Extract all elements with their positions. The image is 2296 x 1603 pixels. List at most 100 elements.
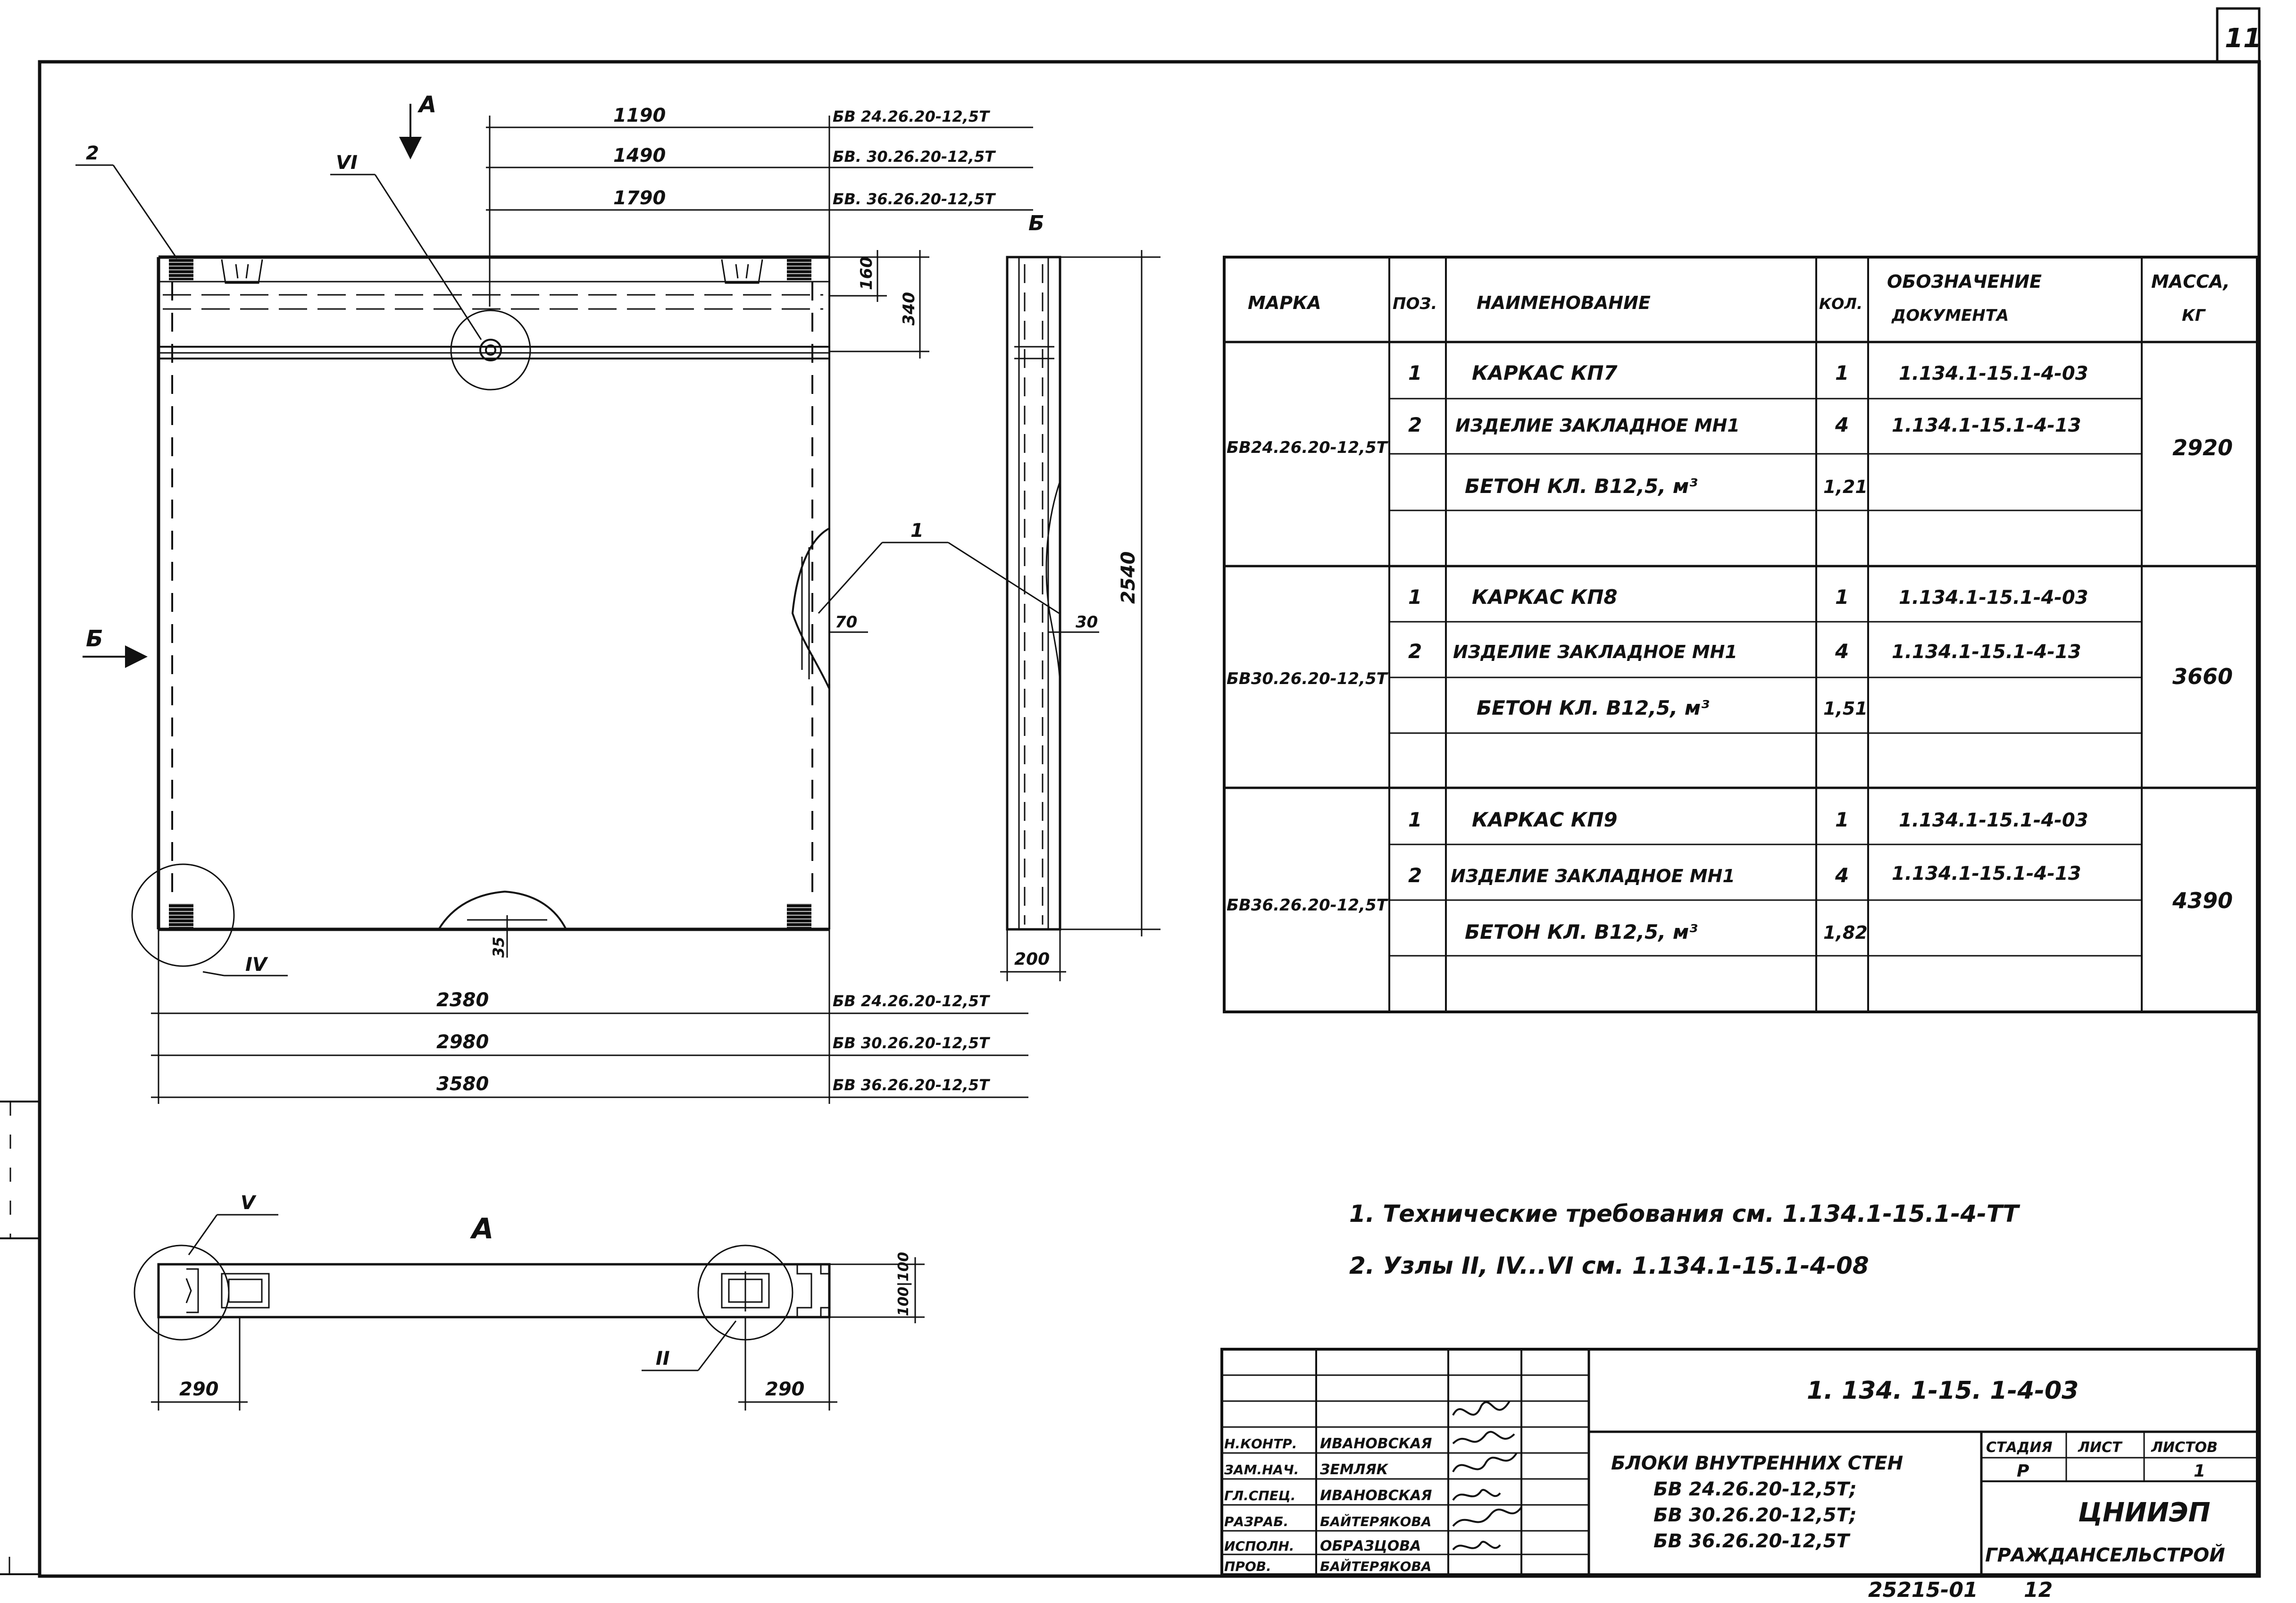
g1-r1-qty: 1 [1835,361,1849,384]
g3-marka: БВ36.26.20-12,5Т [1227,896,1389,915]
top-dim-1190: 1190 [613,105,666,126]
sig-name-1: ИВАНОВСКАЯ [1320,1436,1432,1452]
callouts: 2 1 VI IV [75,142,1060,977]
g2-r2-name: ИЗДЕЛИЕ ЗАКЛАДНОЕ МН1 [1453,642,1737,662]
callout-1: 1 [910,520,924,542]
g3-r1-qty: 1 [1835,808,1849,831]
g3-r1-doc: 1.134.1-15.1-4-03 [1899,810,2088,831]
tb-sheets: 1 [2194,1461,2205,1481]
dim-100-100: 100|100 [895,1252,912,1316]
handwritten-signatures [1452,1400,1522,1551]
sig-name-6: БАЙТЕРЯКОВА [1320,1558,1431,1574]
top-dim-1490: 1490 [613,145,666,167]
g2-marka: БВ30.26.20-12,5Т [1227,669,1389,688]
hdr-pos: ПОЗ. [1393,294,1437,313]
dim-340: 340 [900,292,918,326]
g1-mass: 2920 [2172,435,2233,460]
dim-290-right: 290 [765,1378,805,1400]
g3-r1-pos: 1 [1408,808,1422,831]
tb-title-1: БЛОКИ ВНУТРЕННИХ СТЕН [1611,1453,1903,1474]
g3-r2-doc: 1.134.1-15.1-4-13 [1892,863,2081,885]
note-2: 2. Узлы II, IV...VI см. 1.134.1-15.1-4-0… [1349,1252,1869,1279]
hdr-doc2: ДОКУМЕНТА [1891,306,2009,325]
sig-role-3: ГЛ.СПЕЦ. [1224,1488,1295,1503]
bottom-dimensions: 2380 2980 3580 БВ 24.26.20-12,5Т БВ 30.2… [151,929,1028,1104]
hdr-mass1: МАССА, [2151,271,2230,292]
node-vi-label: VI [336,152,358,174]
g3-r1-name: КАРКАС КП9 [1472,808,1618,831]
bottom-mark-24: БВ 24.26.20-12,5Т [833,992,990,1010]
bottom-dim-3580: 3580 [436,1073,489,1095]
sig-role-5: ИСПОЛН. [1224,1538,1294,1554]
hdr-qty: КОЛ. [1819,295,1862,313]
g2-r1-qty: 1 [1835,585,1849,609]
sig-role-4: РАЗРАБ. [1224,1514,1288,1529]
tb-org-2: ГРАЖДАНСЕЛЬСТРОЙ [1985,1544,2225,1566]
dim-200: 200 [1014,950,1050,969]
g2-r2-qty: 4 [1835,640,1849,663]
top-mark-30: БВ. 30.26.20-12,5Т [833,148,996,166]
view-a-label: А [417,92,436,118]
tb-org-1: ЦНИИЭП [2078,1497,2211,1528]
hdr-mass2: КГ [2182,306,2206,325]
plan-view-label: А [470,1212,493,1245]
g1-r2-qty: 4 [1835,413,1849,436]
hdr-name: НАИМЕНОВАНИЕ [1477,292,1651,313]
view-b-label-right: Б [1028,211,1044,235]
sig-role-2: ЗАМ.НАЧ. [1224,1462,1299,1478]
dim-70: 70 [835,613,857,632]
sig-name-2: ЗЕМЛЯК [1319,1461,1389,1478]
tb-designation: 1. 134. 1-15. 1-4-03 [1807,1377,2079,1405]
g1-r1-pos: 1 [1408,361,1422,384]
sig-name-4: БАЙТЕРЯКОВА [1320,1513,1431,1529]
bottom-dim-2980: 2980 [436,1031,489,1053]
g2-r3-name: БЕТОН КЛ. В12,5, м³ [1477,696,1710,719]
hdr-doc1: ОБОЗНАЧЕНИЕ [1887,271,2042,292]
top-mark-36: БВ. 36.26.20-12,5Т [833,190,996,208]
g2-r1-doc: 1.134.1-15.1-4-03 [1899,587,2088,609]
sig-role-6: ПРОВ. [1224,1559,1271,1574]
top-dim-1790: 1790 [613,187,666,209]
dim-2540: 2540 [1118,551,1139,604]
spec-table: МАРКА ПОЗ. НАИМЕНОВАНИЕ КОЛ. ОБОЗНАЧЕНИЕ… [1223,256,2259,1013]
sig-name-3: ИВАНОВСКАЯ [1320,1487,1432,1504]
front-view [131,255,830,967]
hdr-marka: МАРКА [1248,292,1321,313]
top-dimensions: 1190 1490 1790 БВ 24.26.20-12,5Т БВ. 30.… [486,105,1033,307]
g2-r2-pos: 2 [1408,640,1422,663]
tb-stage-label: СТАДИЯ [1986,1439,2053,1456]
page-number: 11 [2225,23,2262,54]
dim-35: 35 [490,936,508,958]
front-small-dims: 160 340 70 35 [490,250,929,958]
g1-r2-pos: 2 [1408,413,1422,436]
g3-r3-name: БЕТОН КЛ. В12,5, м³ [1465,920,1698,943]
callout-2: 2 [86,142,99,164]
tb-sheets-label: ЛИСТОВ [2151,1439,2218,1456]
g2-r1-name: КАРКАС КП8 [1472,585,1618,609]
g1-r1-name: КАРКАС КП7 [1472,361,1618,384]
dim-160: 160 [857,257,876,290]
sig-name-5: ОБРАЗЦОВА [1320,1538,1421,1554]
sheet-frame: 11 [0,7,2262,1578]
bottom-dim-2380: 2380 [436,989,489,1011]
note-1: 1. Технические требования см. 1.134.1-15… [1349,1200,2020,1227]
footer: 25215-01 12 [1868,1578,2053,1602]
view-b-label-left: Б [86,626,103,652]
side-view: 2540 30 200 [1000,250,1161,981]
tb-sheet-label: ЛИСТ [2078,1439,2123,1456]
g1-r3-qty: 1,21 [1823,476,1868,497]
tb-title-4: БВ 36.26.20-12,5Т [1653,1530,1851,1552]
g3-r2-pos: 2 [1408,864,1422,887]
g2-mass: 3660 [2172,664,2233,689]
tb-stage: Р [2017,1461,2029,1481]
dim-290-left: 290 [179,1378,219,1400]
title-block: Н.КОНТР. ИВАНОВСКАЯ ЗАМ.НАЧ. ЗЕМЛЯК ГЛ.С… [1220,1348,2259,1576]
g1-r1-doc: 1.134.1-15.1-4-03 [1899,363,2088,384]
node-ii-label: II [656,1348,670,1369]
bottom-mark-36: БВ 36.26.20-12,5Т [833,1076,990,1094]
sig-role-1: Н.КОНТР. [1224,1436,1297,1452]
g1-marka: БВ24.26.20-12,5Т [1227,438,1389,457]
tb-title-2: БВ 24.26.20-12,5Т; [1653,1478,1857,1500]
node-iv-label: IV [245,954,268,976]
